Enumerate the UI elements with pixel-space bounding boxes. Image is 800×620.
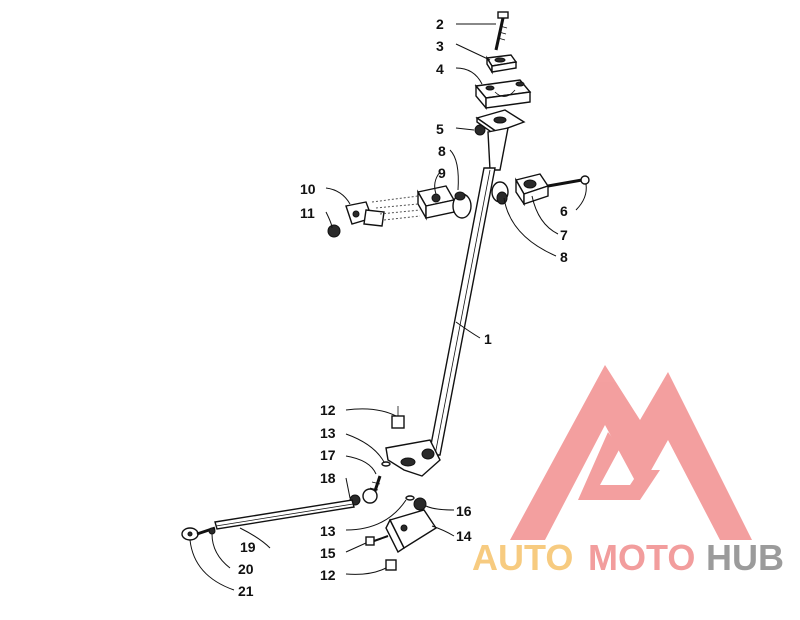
callout-20: 20 <box>238 561 254 577</box>
callout-6: 6 <box>560 203 568 219</box>
part-upper-clamp <box>485 54 518 75</box>
part-right-clamp <box>514 173 590 207</box>
callout-5: 5 <box>436 121 444 137</box>
callout-3: 3 <box>436 38 444 54</box>
callout-15: 15 <box>320 545 336 561</box>
part-bolt-15 <box>365 535 389 546</box>
automotohub-logo: AUTO MOTO HUB <box>472 365 784 578</box>
callout-18: 18 <box>320 470 336 486</box>
callout-2: 2 <box>436 16 444 32</box>
part-steering-arm <box>385 439 441 477</box>
callout-19: 19 <box>240 539 256 555</box>
part-column-top-plate <box>475 109 526 171</box>
part-bracket-14 <box>385 509 437 554</box>
part-nut-11 <box>327 224 341 238</box>
logo-text-auto: AUTO <box>472 537 573 578</box>
part-tie-rod <box>214 499 355 530</box>
callout-12-lower: 12 <box>320 567 336 583</box>
callout-11: 11 <box>300 205 315 221</box>
callout-4: 4 <box>436 61 444 77</box>
callout-10: 10 <box>300 181 316 197</box>
logo-mark-outer <box>510 365 752 540</box>
part-bushing-right <box>491 181 509 205</box>
callout-7: 7 <box>560 227 568 243</box>
part-nut-12-top <box>391 406 405 429</box>
part-nut-16 <box>413 497 427 511</box>
callout-8-upper: 8 <box>438 143 446 159</box>
part-nut-5 <box>474 124 486 136</box>
part-lower-clamp <box>474 79 532 110</box>
callout-12-upper: 12 <box>320 402 336 418</box>
callout-13-lower: 13 <box>320 523 336 539</box>
callout-1: 1 <box>484 331 492 347</box>
logo-mark-inner <box>578 432 660 500</box>
callout-17: 17 <box>320 447 336 463</box>
logo-text-hub: HUB <box>706 537 784 578</box>
leader-lines <box>189 23 587 591</box>
callout-8-lower: 8 <box>560 249 568 265</box>
callout-21: 21 <box>238 583 254 599</box>
part-ball-joint <box>362 475 382 504</box>
part-dotted-bolts <box>371 195 421 221</box>
callout-9: 9 <box>438 165 446 181</box>
part-bracket-10 <box>345 201 385 227</box>
logo-text-moto: MOTO <box>588 537 695 578</box>
part-bushing-left <box>452 191 472 219</box>
callout-13-upper: 13 <box>320 425 336 441</box>
callout-16: 16 <box>456 503 472 519</box>
part-nut-12-bottom <box>385 559 397 571</box>
part-washer-13-top <box>381 461 391 467</box>
callout-14: 14 <box>456 528 472 544</box>
part-washer-13-bottom <box>405 495 415 501</box>
part-bushing-block <box>416 185 456 221</box>
callout-labels: 2 3 4 5 8 9 10 11 6 7 8 1 12 13 17 18 16… <box>238 16 568 599</box>
part-rod-end <box>181 526 216 541</box>
part-bolt <box>494 11 509 51</box>
part-steering-post <box>428 167 496 456</box>
